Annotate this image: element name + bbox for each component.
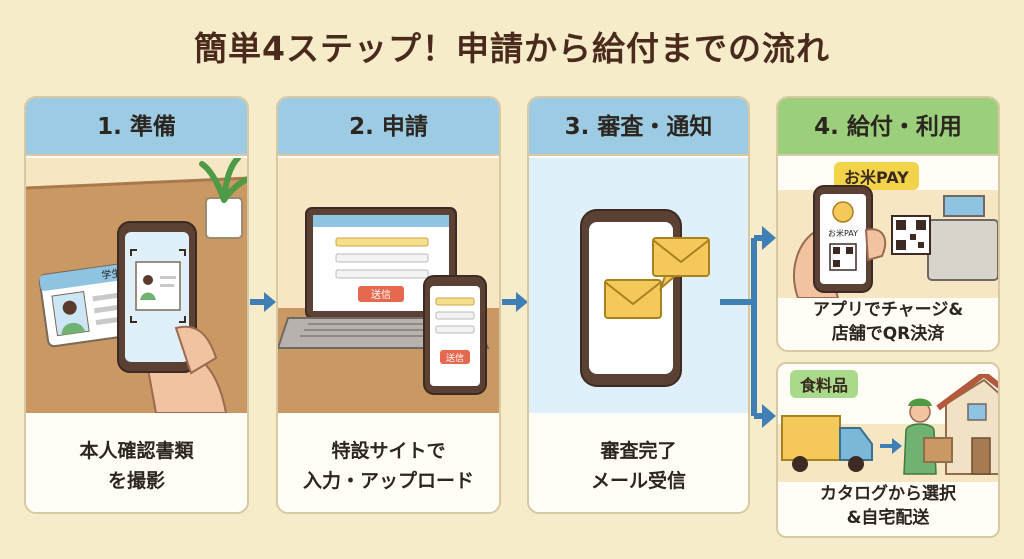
laptop-send-button	[358, 286, 404, 302]
qr-code-icon	[891, 215, 931, 255]
delivery-illustration	[778, 370, 998, 482]
arrow-right-icon	[250, 292, 276, 312]
step-1-header: 1. 準備	[26, 98, 247, 156]
step-card-prepare: 1. 準備 学生証	[24, 96, 249, 514]
step-1-illustration: 学生証	[26, 158, 247, 413]
svg-text:お米PAY: お米PAY	[828, 228, 858, 238]
branch-arrow-icon	[720, 226, 776, 428]
smartphone-camera-icon	[117, 221, 228, 413]
smartphone-mail-icon	[580, 209, 682, 387]
page-title: 簡単4ステップ！申請から給付までの流れ	[194, 29, 830, 68]
step-4-header: 4. 給付・利用	[778, 98, 998, 156]
food-tag: 食料品	[790, 370, 859, 398]
arrow-right-icon	[502, 292, 528, 312]
step-3-header: 3. 審査・通知	[529, 98, 748, 156]
step-card-benefit: 4. 給付・利用 お米PAY お米PAY	[776, 96, 1000, 352]
smartphone-form-icon: 送信	[423, 275, 487, 395]
delivery-truck-icon	[781, 415, 873, 472]
food-delivery-panel: 食料品 カタログから選択	[776, 362, 1000, 538]
pay-caption: アプリでチャージ& 店舗でQR決済	[812, 300, 964, 344]
step-card-apply: 2. 申請 送信	[276, 96, 501, 514]
svg-text:送信: 送信	[371, 288, 391, 301]
delivery-person-icon	[903, 398, 953, 475]
step-card-review: 3. 審査・通知 審査完了 メール受信	[527, 96, 750, 514]
food-caption: カタログから選択 &自宅配送	[820, 484, 956, 528]
pay-illustration: お米PAY	[778, 160, 998, 299]
plant-icon	[199, 158, 247, 239]
svg-text:送信: 送信	[446, 352, 464, 364]
step-2-illustration: 送信 送信	[278, 158, 499, 413]
step-2-header: 2. 申請	[278, 98, 499, 156]
envelope-notification-icon	[652, 237, 710, 292]
step-1-caption: 本人確認書類 を撮影	[79, 440, 194, 492]
step-3-illustration	[529, 158, 748, 413]
step-2-caption: 特設サイトで 入力・アップロード	[302, 440, 474, 492]
phone-send-button	[440, 350, 470, 364]
step-3-caption: 審査完了 メール受信	[590, 440, 686, 492]
smartphone-pay-icon: お米PAY	[793, 185, 887, 299]
